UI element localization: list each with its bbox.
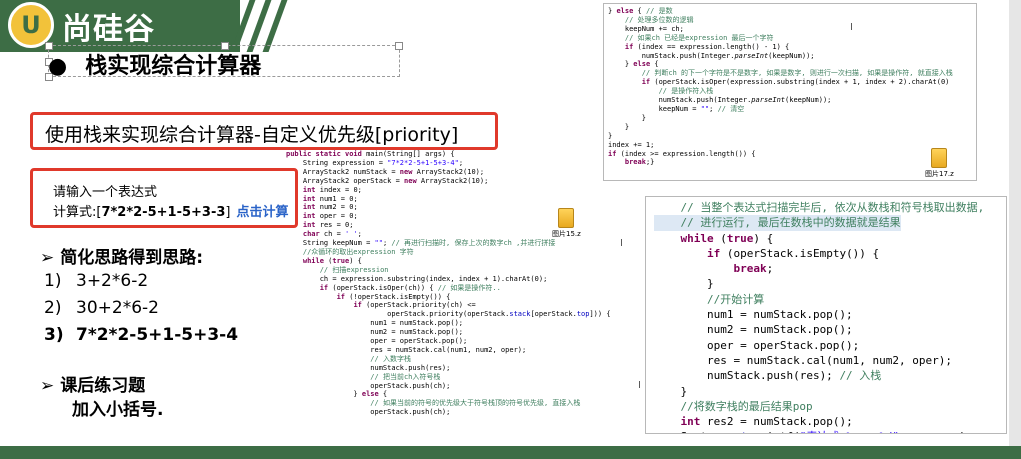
homework-text: 加入小括号. bbox=[72, 400, 164, 420]
step-number: 3) bbox=[44, 325, 64, 345]
priority-highlight-box: 使用栈来实现综合计算器-自定义优先级[priority] bbox=[30, 112, 498, 150]
simplify-heading: ➢简化思路得到思路: bbox=[40, 243, 203, 268]
expression-value[interactable]: 7*2*2-5+1-5+3-3 bbox=[101, 205, 226, 220]
resize-handle[interactable] bbox=[45, 42, 53, 50]
title-text: 栈实现综合计算器 bbox=[85, 54, 262, 79]
homework-heading: ➢课后练习题 bbox=[40, 371, 145, 396]
arrow-bullet-icon: ➢ bbox=[40, 376, 55, 396]
brand-logo-icon: U bbox=[8, 2, 54, 48]
text-cursor-icon: I bbox=[850, 22, 853, 33]
archive-icon bbox=[931, 148, 948, 168]
text-cursor-icon: I bbox=[638, 380, 641, 391]
resize-handle[interactable] bbox=[45, 73, 53, 81]
title-bullet: ● bbox=[48, 54, 68, 79]
calculator-input-box: 请输入一个表达式 计算式:[7*2*2-5+1-5+3-3] 点击计算 bbox=[30, 168, 298, 228]
step-number: 1) bbox=[44, 271, 62, 291]
input-prompt: 请输入一个表达式 bbox=[53, 185, 158, 200]
code-panel-bottom-right: // 当整个表达式扫描完毕后, 依次从数栈和符号栈取出数据, // 进行运行, … bbox=[645, 196, 1007, 434]
archive-icon bbox=[558, 208, 575, 228]
step-text: 7*2*2-5+1-5+3-4 bbox=[76, 325, 239, 345]
list-item: 3) 7*2*2-5+1-5+3-4 bbox=[44, 325, 238, 352]
expression-line: 计算式:[7*2*2-5+1-5+3-3] 点击计算 bbox=[53, 201, 288, 220]
simplify-heading-text: 简化思路得到思路: bbox=[60, 248, 204, 268]
file-icon[interactable]: 图片15.z bbox=[552, 208, 581, 239]
footer-bar bbox=[0, 446, 1021, 459]
resize-handle[interactable] bbox=[45, 58, 53, 66]
expression-close: ] bbox=[225, 205, 231, 220]
steps-list: 1) 3+2*6-2 2) 30+2*6-2 3) 7*2*2-5+1-5+3-4 bbox=[44, 271, 238, 352]
arrow-bullet-icon: ➢ bbox=[40, 248, 55, 268]
text-cursor-icon: I bbox=[620, 238, 623, 249]
homework-heading-text: 课后练习题 bbox=[60, 376, 146, 396]
priority-highlight-text: 使用栈来实现综合计算器-自定义优先级[priority] bbox=[45, 124, 459, 146]
list-item: 1) 3+2*6-2 bbox=[44, 271, 238, 298]
file-icon[interactable]: 图片17.z bbox=[925, 148, 954, 179]
slide-title: ● 栈实现综合计算器 bbox=[48, 48, 261, 80]
step-text: 30+2*6-2 bbox=[76, 298, 159, 318]
window-edge bbox=[1009, 0, 1021, 446]
list-item: 2) 30+2*6-2 bbox=[44, 298, 238, 325]
expression-label: 计算式:[ bbox=[53, 205, 102, 220]
code-panel-top: } else { // 是数 // 处理多位数的逻辑 keepNum += ch… bbox=[603, 3, 977, 181]
file-label: 图片15.z bbox=[552, 230, 581, 238]
step-number: 2) bbox=[44, 298, 62, 318]
file-label: 图片17.z bbox=[925, 170, 954, 178]
brand-logo-text: 尚硅谷 bbox=[62, 12, 155, 47]
calculate-link[interactable]: 点击计算 bbox=[236, 205, 289, 220]
main-code-listing: public static void main(String[] args) {… bbox=[286, 150, 611, 417]
resize-handle[interactable] bbox=[395, 42, 403, 50]
resize-handle[interactable] bbox=[221, 42, 229, 50]
title-selection-box[interactable] bbox=[45, 42, 403, 81]
step-text: 3+2*6-2 bbox=[76, 271, 149, 291]
